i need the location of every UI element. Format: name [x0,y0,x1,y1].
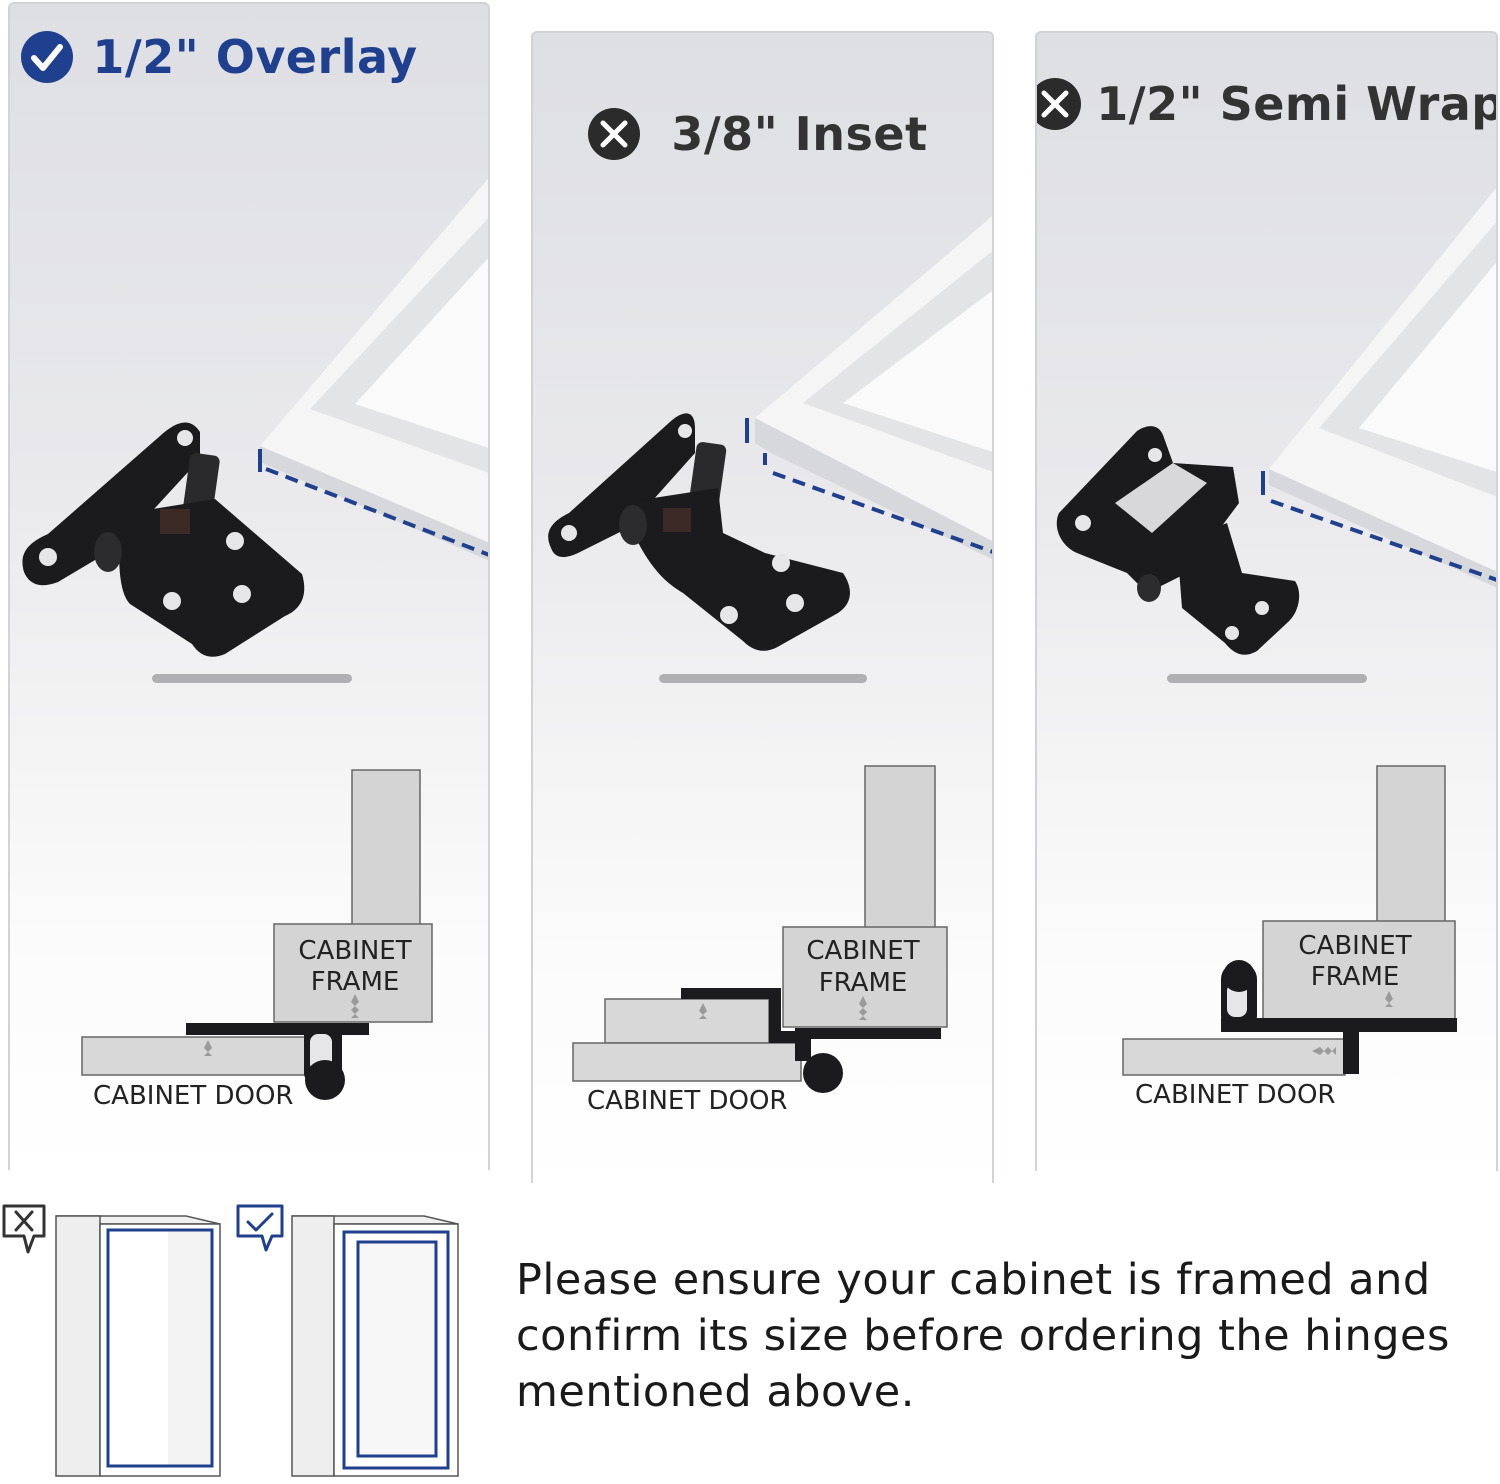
frame-label-line2: FRAME [1311,962,1400,992]
door-label: CABINET DOOR [1135,1080,1335,1110]
option-title-overlay: 1/2" Overlay [10,30,488,84]
option-title-text: 1/2" Overlay [92,30,418,84]
check-speech-bubble-icon [236,1204,284,1252]
inset-hinge-image [548,413,850,651]
semi-wrap-mount-diagram: CABINET FRAME CABINET DOOR [1122,765,1457,1110]
frame-label-line1: CABINET [806,936,919,966]
shadow-bar [659,674,867,683]
option-title-text: 3/8" Inset [671,107,928,161]
notice-text: Please ensure your cabinet is framed and… [516,1255,1450,1417]
door-corner-image [1261,187,1496,588]
overlay-hinge-image [22,422,305,657]
inset-mount-diagram: CABINET FRAME CABINET DOOR [572,765,948,1116]
door-corner-image [258,178,488,561]
frame-label-line1: CABINET [298,936,411,966]
door-corner-image [745,216,992,560]
door-label: CABINET DOOR [93,1081,293,1111]
shadow-bar [1167,674,1367,683]
hinge-option-semi-wrap: 1/2" Semi Wrap [1035,31,1498,1171]
inset-illustration: CABINET FRAME CABINET DOOR [548,216,992,1116]
frame-label-line2: FRAME [819,968,908,998]
cabinet-type-examples [2,1204,459,1477]
hinge-option-overlay: 1/2" Overlay [8,2,490,1170]
door-label: CABINET DOOR [587,1086,787,1116]
overlay-illustration: CABINET FRAME CABINET DOOR [22,178,488,1111]
framed-cabinet-illustration [291,1215,459,1477]
semi-wrap-hinge-image [1056,426,1300,655]
option-title-text: 1/2" Semi Wrap [1096,77,1498,131]
check-circle-icon [21,31,74,83]
frame-label-line1: CABINET [1298,931,1411,961]
semi-wrap-illustration: CABINET FRAME CABINET DOOR [1056,187,1496,1110]
hinge-option-inset: 3/8" Inset [531,31,994,1183]
x-circle-icon [1037,78,1082,130]
option-title-semi-wrap: 1/2" Semi Wrap [1037,77,1496,131]
frameless-cabinet-illustration [55,1215,221,1477]
overlay-mount-diagram: CABINET FRAME CABINET DOOR [81,769,433,1111]
option-title-inset: 3/8" Inset [533,107,992,161]
frame-label-line2: FRAME [311,967,400,997]
shadow-bar [152,674,352,683]
x-speech-bubble-icon [2,1204,46,1254]
x-circle-icon [588,108,641,160]
